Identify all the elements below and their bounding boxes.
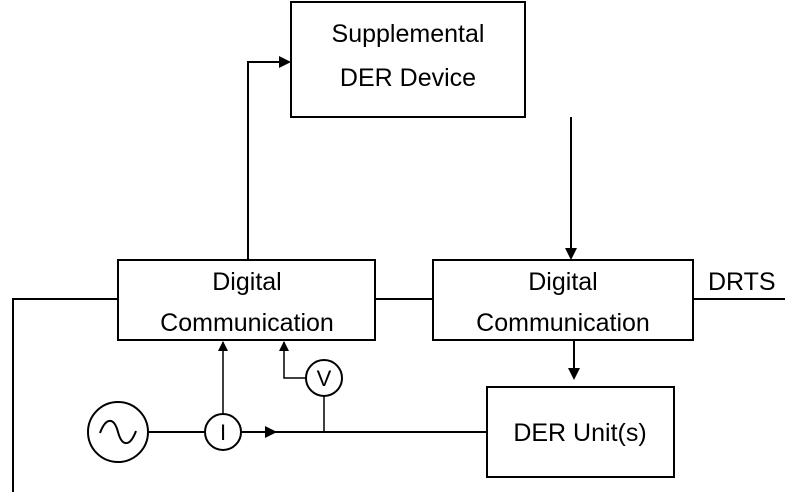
current-meter: I	[204, 413, 242, 451]
der-unit-box: DER Unit(s)	[486, 386, 675, 478]
drts-label: DRTS	[708, 268, 776, 296]
comm-left-line2: Communication	[160, 309, 334, 337]
supplemental-der-device-box: Supplemental DER Device	[290, 1, 526, 118]
voltage-meter-label: V	[317, 366, 332, 391]
current-meter-label: I	[220, 420, 226, 445]
ac-source-icon	[87, 401, 149, 463]
der-unit-label: DER Unit(s)	[513, 419, 646, 447]
left-comm-to-supplemental-arrow	[247, 56, 291, 260]
digital-communication-left-box: Digital Communication	[117, 259, 376, 341]
voltage-meter: V	[305, 359, 343, 397]
supplemental-line1: Supplemental	[332, 20, 485, 48]
voltage-signal-arrow	[279, 341, 306, 379]
digital-communication-right-box: Digital Communication	[432, 259, 694, 341]
comm-right-line1: Digital	[528, 268, 597, 296]
left-bus-line	[12, 298, 118, 492]
supplemental-line2: DER Device	[340, 64, 476, 92]
comm-right-line2: Communication	[476, 309, 650, 337]
comm-left-line1: Digital	[212, 268, 281, 296]
